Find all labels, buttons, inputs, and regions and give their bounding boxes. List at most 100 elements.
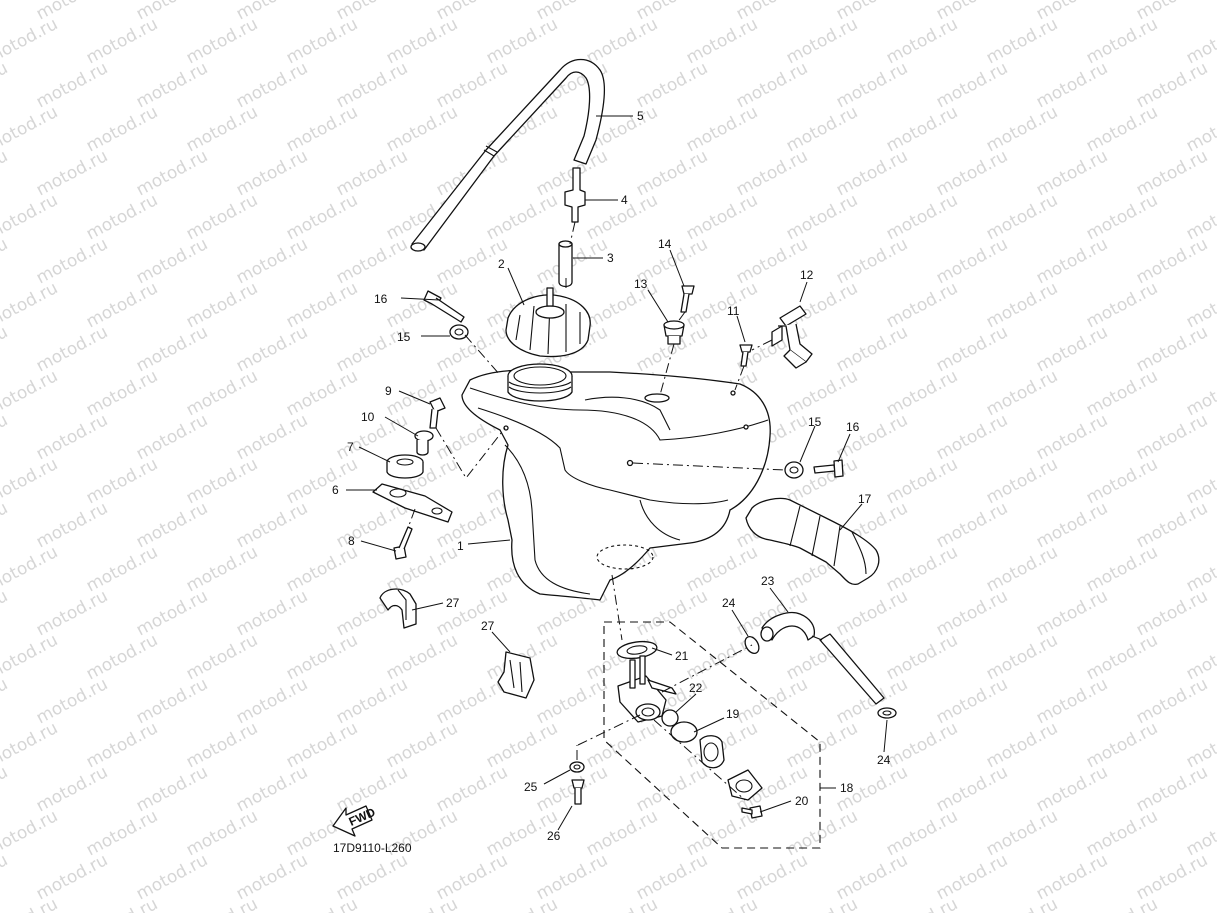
band-12[interactable] — [771, 305, 813, 369]
watermark-text: motod.ru — [33, 762, 111, 816]
breather-hose[interactable] — [410, 58, 605, 252]
watermark-text: motod.ru — [83, 102, 161, 156]
watermark-text: motod.ru — [0, 278, 61, 332]
damper-15-right[interactable] — [784, 461, 804, 479]
fuel-hose-23[interactable] — [760, 612, 885, 705]
damper-7[interactable] — [386, 454, 424, 479]
watermark-text: motod.ru — [933, 58, 1011, 112]
watermark-text: motod.ru — [1033, 498, 1111, 552]
watermark-text: motod.ru — [1083, 806, 1161, 860]
watermark-text: motod.ru — [483, 190, 561, 244]
watermark-text: motod.ru — [933, 674, 1011, 728]
tank-cover-17[interactable] — [745, 497, 880, 586]
fuel-cock-lever[interactable] — [699, 735, 725, 769]
watermark-text: motod.ru — [1033, 234, 1111, 288]
joint-pipe[interactable] — [558, 240, 573, 288]
watermark-text: motod.ru — [33, 850, 111, 904]
watermark-text: motod.ru — [283, 366, 361, 420]
bolt-14[interactable] — [680, 285, 695, 313]
watermark-text: motod.ru — [33, 58, 111, 112]
watermark-text: motod.ru — [633, 146, 711, 200]
watermark-text: motod.ru — [983, 542, 1061, 596]
gasket-21[interactable] — [616, 639, 658, 660]
watermark-text: motod.ru — [883, 630, 961, 684]
bracket-6[interactable] — [372, 483, 453, 523]
screw-20[interactable] — [741, 805, 763, 819]
bolt-8[interactable] — [393, 526, 413, 560]
watermark-text: motod.ru — [983, 14, 1061, 68]
watermark-text: motod.ru — [933, 410, 1011, 464]
watermark-text: motod.ru — [1083, 718, 1161, 772]
washer-25[interactable] — [569, 761, 585, 773]
watermark-text: motod.ru — [0, 322, 11, 376]
callout-20: 20 — [795, 794, 809, 808]
watermark-text: motod.ru — [83, 806, 161, 860]
watermark-text: motod.ru — [683, 278, 761, 332]
fuel-cock-assembly-18[interactable] — [603, 621, 821, 849]
watermark-text: motod.ru — [133, 58, 211, 112]
bolt-26[interactable] — [571, 779, 585, 805]
watermark-text: motod.ru — [333, 850, 411, 904]
protector-27-middle[interactable] — [497, 651, 535, 699]
watermark-text: motod.ru — [1083, 278, 1161, 332]
callout-25: 25 — [524, 780, 538, 794]
watermark-text: motod.ru — [933, 234, 1011, 288]
grommet-13[interactable] — [663, 320, 685, 345]
o-ring-22[interactable] — [661, 709, 679, 727]
watermark-text: motod.ru — [983, 454, 1061, 508]
watermark-text: motod.ru — [1083, 190, 1161, 244]
watermark-text: motod.ru — [183, 718, 261, 772]
watermark-text: motod.ru — [383, 630, 461, 684]
watermark-text: motod.ru — [683, 14, 761, 68]
callout-16-top: 16 — [374, 292, 388, 306]
watermark-text: motod.ru — [333, 146, 411, 200]
watermark-text: motod.ru — [283, 454, 361, 508]
watermark-text: motod.ru — [833, 146, 911, 200]
watermark-text: motod.ru — [33, 586, 111, 640]
watermark-text: motod.ru — [33, 498, 111, 552]
watermark-text: motod.ru — [983, 630, 1061, 684]
watermark-text: motod.ru — [233, 762, 311, 816]
watermark-text: motod.ru — [933, 498, 1011, 552]
watermark-text: motod.ru — [1183, 894, 1217, 913]
callout-27-left: 27 — [446, 596, 460, 610]
callout-24-upper: 24 — [722, 596, 736, 610]
watermark-text: motod.ru — [0, 234, 11, 288]
watermark-text: motod.ru — [1083, 102, 1161, 156]
protector-27-left[interactable] — [379, 588, 417, 629]
fuel-tank[interactable] — [461, 363, 771, 601]
damper-15-top[interactable] — [449, 324, 469, 340]
watermark-text: motod.ru — [0, 586, 11, 640]
bolt-9[interactable] — [429, 397, 446, 429]
watermark-text: motod.ru — [483, 894, 561, 913]
watermark-text: motod.ru — [1083, 542, 1161, 596]
watermark-text: motod.ru — [883, 806, 961, 860]
callout-15-top: 15 — [397, 330, 411, 344]
watermark-text: motod.ru — [433, 762, 511, 816]
watermark-text: motod.ru — [883, 894, 961, 913]
watermark-text: motod.ru — [83, 14, 161, 68]
callout-10: 10 — [361, 410, 375, 424]
watermark-text: motod.ru — [133, 410, 211, 464]
fuel-cap[interactable] — [505, 287, 591, 358]
watermark-text: motod.ru — [933, 850, 1011, 904]
callout-17: 17 — [858, 492, 872, 506]
watermark-text: motod.ru — [783, 806, 861, 860]
o-ring-19[interactable] — [670, 721, 698, 743]
watermark-text: motod.ru — [333, 674, 411, 728]
bolt-16-right[interactable] — [813, 459, 844, 478]
collar-10[interactable] — [414, 430, 434, 456]
watermark-text: motod.ru — [633, 762, 711, 816]
bolt-16-top[interactable] — [423, 290, 465, 323]
watermark-text: motod.ru — [33, 146, 111, 200]
watermark-text: motod.ru — [883, 190, 961, 244]
breather-joint[interactable] — [564, 167, 586, 223]
watermark-text: motod.ru — [533, 674, 611, 728]
watermark-text: motod.ru — [83, 366, 161, 420]
clip-24-lower[interactable] — [877, 707, 897, 719]
watermark-text: motod.ru — [83, 894, 161, 913]
watermark-text: motod.ru — [783, 190, 861, 244]
callout-5: 5 — [637, 109, 644, 123]
callout-4: 4 — [621, 193, 628, 207]
watermark-text: motod.ru — [0, 102, 61, 156]
